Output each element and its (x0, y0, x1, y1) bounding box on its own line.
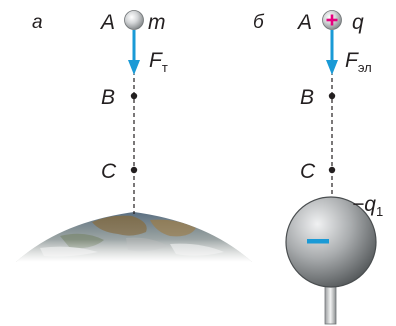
electric-force-subscript: эл (358, 60, 372, 75)
mass-label: m (148, 11, 166, 34)
panel-b-letter: б (253, 12, 265, 33)
point-a-label-b: A (296, 11, 312, 34)
point-c-label-a: C (101, 160, 117, 183)
point-b-label-b: B (300, 86, 314, 109)
point-c-dot-a (130, 166, 138, 174)
point-b-dot-a (130, 92, 138, 100)
gravity-force-arrow (128, 30, 140, 75)
electric-force-label: Fэл (345, 49, 372, 75)
point-c-label-b: C (300, 160, 316, 183)
source-charge-main: −q (352, 193, 376, 216)
positive-charge-ball (322, 10, 342, 30)
mass-ball (124, 10, 144, 30)
minus-icon (307, 239, 329, 244)
electric-force-main: F (345, 49, 359, 72)
panel-a-letter: а (32, 12, 43, 33)
point-b-label-a: B (101, 86, 115, 109)
panel-a: а A m Fт B (16, 10, 252, 262)
electric-force-arrow (326, 30, 338, 75)
earth-image (16, 212, 252, 262)
negative-charge-sphere (285, 196, 377, 288)
gravity-force-label: Fт (149, 49, 168, 75)
point-c-dot-b (328, 166, 336, 174)
gravity-force-subscript: т (162, 60, 168, 75)
source-charge-subscript: 1 (376, 204, 383, 219)
point-a-label-a: A (99, 11, 115, 34)
point-b-dot-b (328, 92, 336, 100)
gravity-force-main: F (149, 49, 163, 72)
source-charge-label: −q1 (352, 193, 383, 219)
panel-b: б A q Fэл B C −q1 (253, 10, 383, 325)
charge-label: q (352, 11, 364, 34)
